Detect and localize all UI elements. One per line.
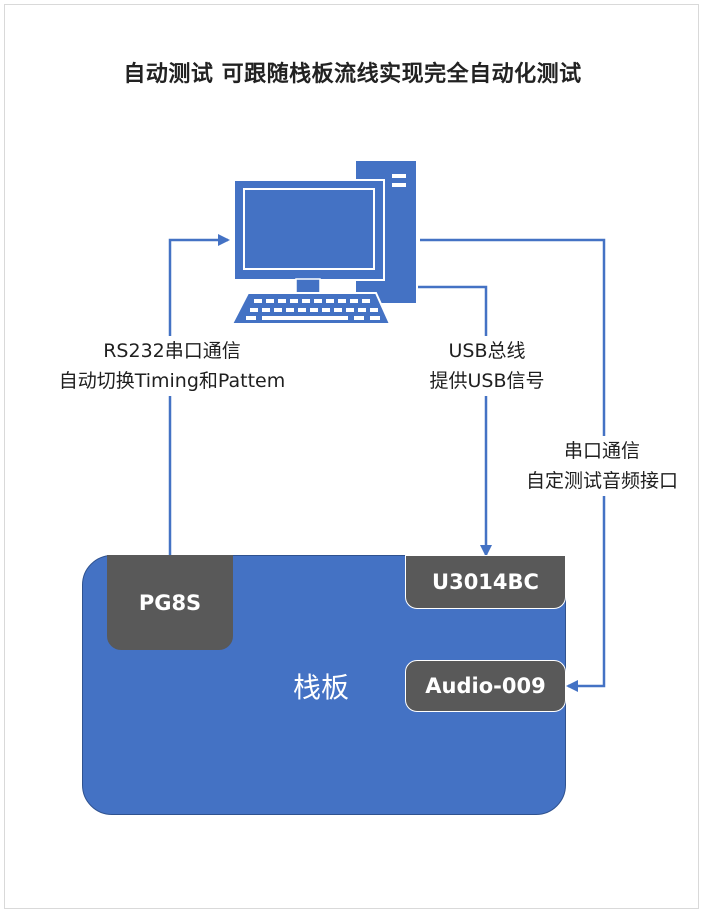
rs232-label-line1: RS232串口通信 <box>103 340 241 362</box>
u3014bc-module: U3014BC <box>405 555 566 609</box>
usb-label-line1: USB总线 <box>448 340 526 362</box>
serial-label: 串口通信 自定测试音频接口 <box>508 436 696 496</box>
serial-label-line1: 串口通信 <box>563 440 640 462</box>
usb-label: USB总线 提供USB信号 <box>412 336 562 396</box>
desktop-computer-icon <box>230 159 418 325</box>
rs232-connector <box>168 234 230 555</box>
pallet-board-label: 栈板 <box>293 671 350 704</box>
usb-label-line2: 提供USB信号 <box>429 370 545 392</box>
serial-label-line2: 自定测试音频接口 <box>525 470 678 492</box>
audio-009-module: Audio-009 <box>405 660 566 712</box>
pg8s-module: PG8S <box>107 555 233 650</box>
diagram-title: 自动测试 可跟随栈板流线实现完全自动化测试 <box>123 62 582 87</box>
usb-connector <box>418 285 492 557</box>
rs232-label: RS232串口通信 自动切换Timing和Pattem <box>52 336 292 396</box>
rs232-label-line2: 自动切换Timing和Pattem <box>58 370 286 392</box>
